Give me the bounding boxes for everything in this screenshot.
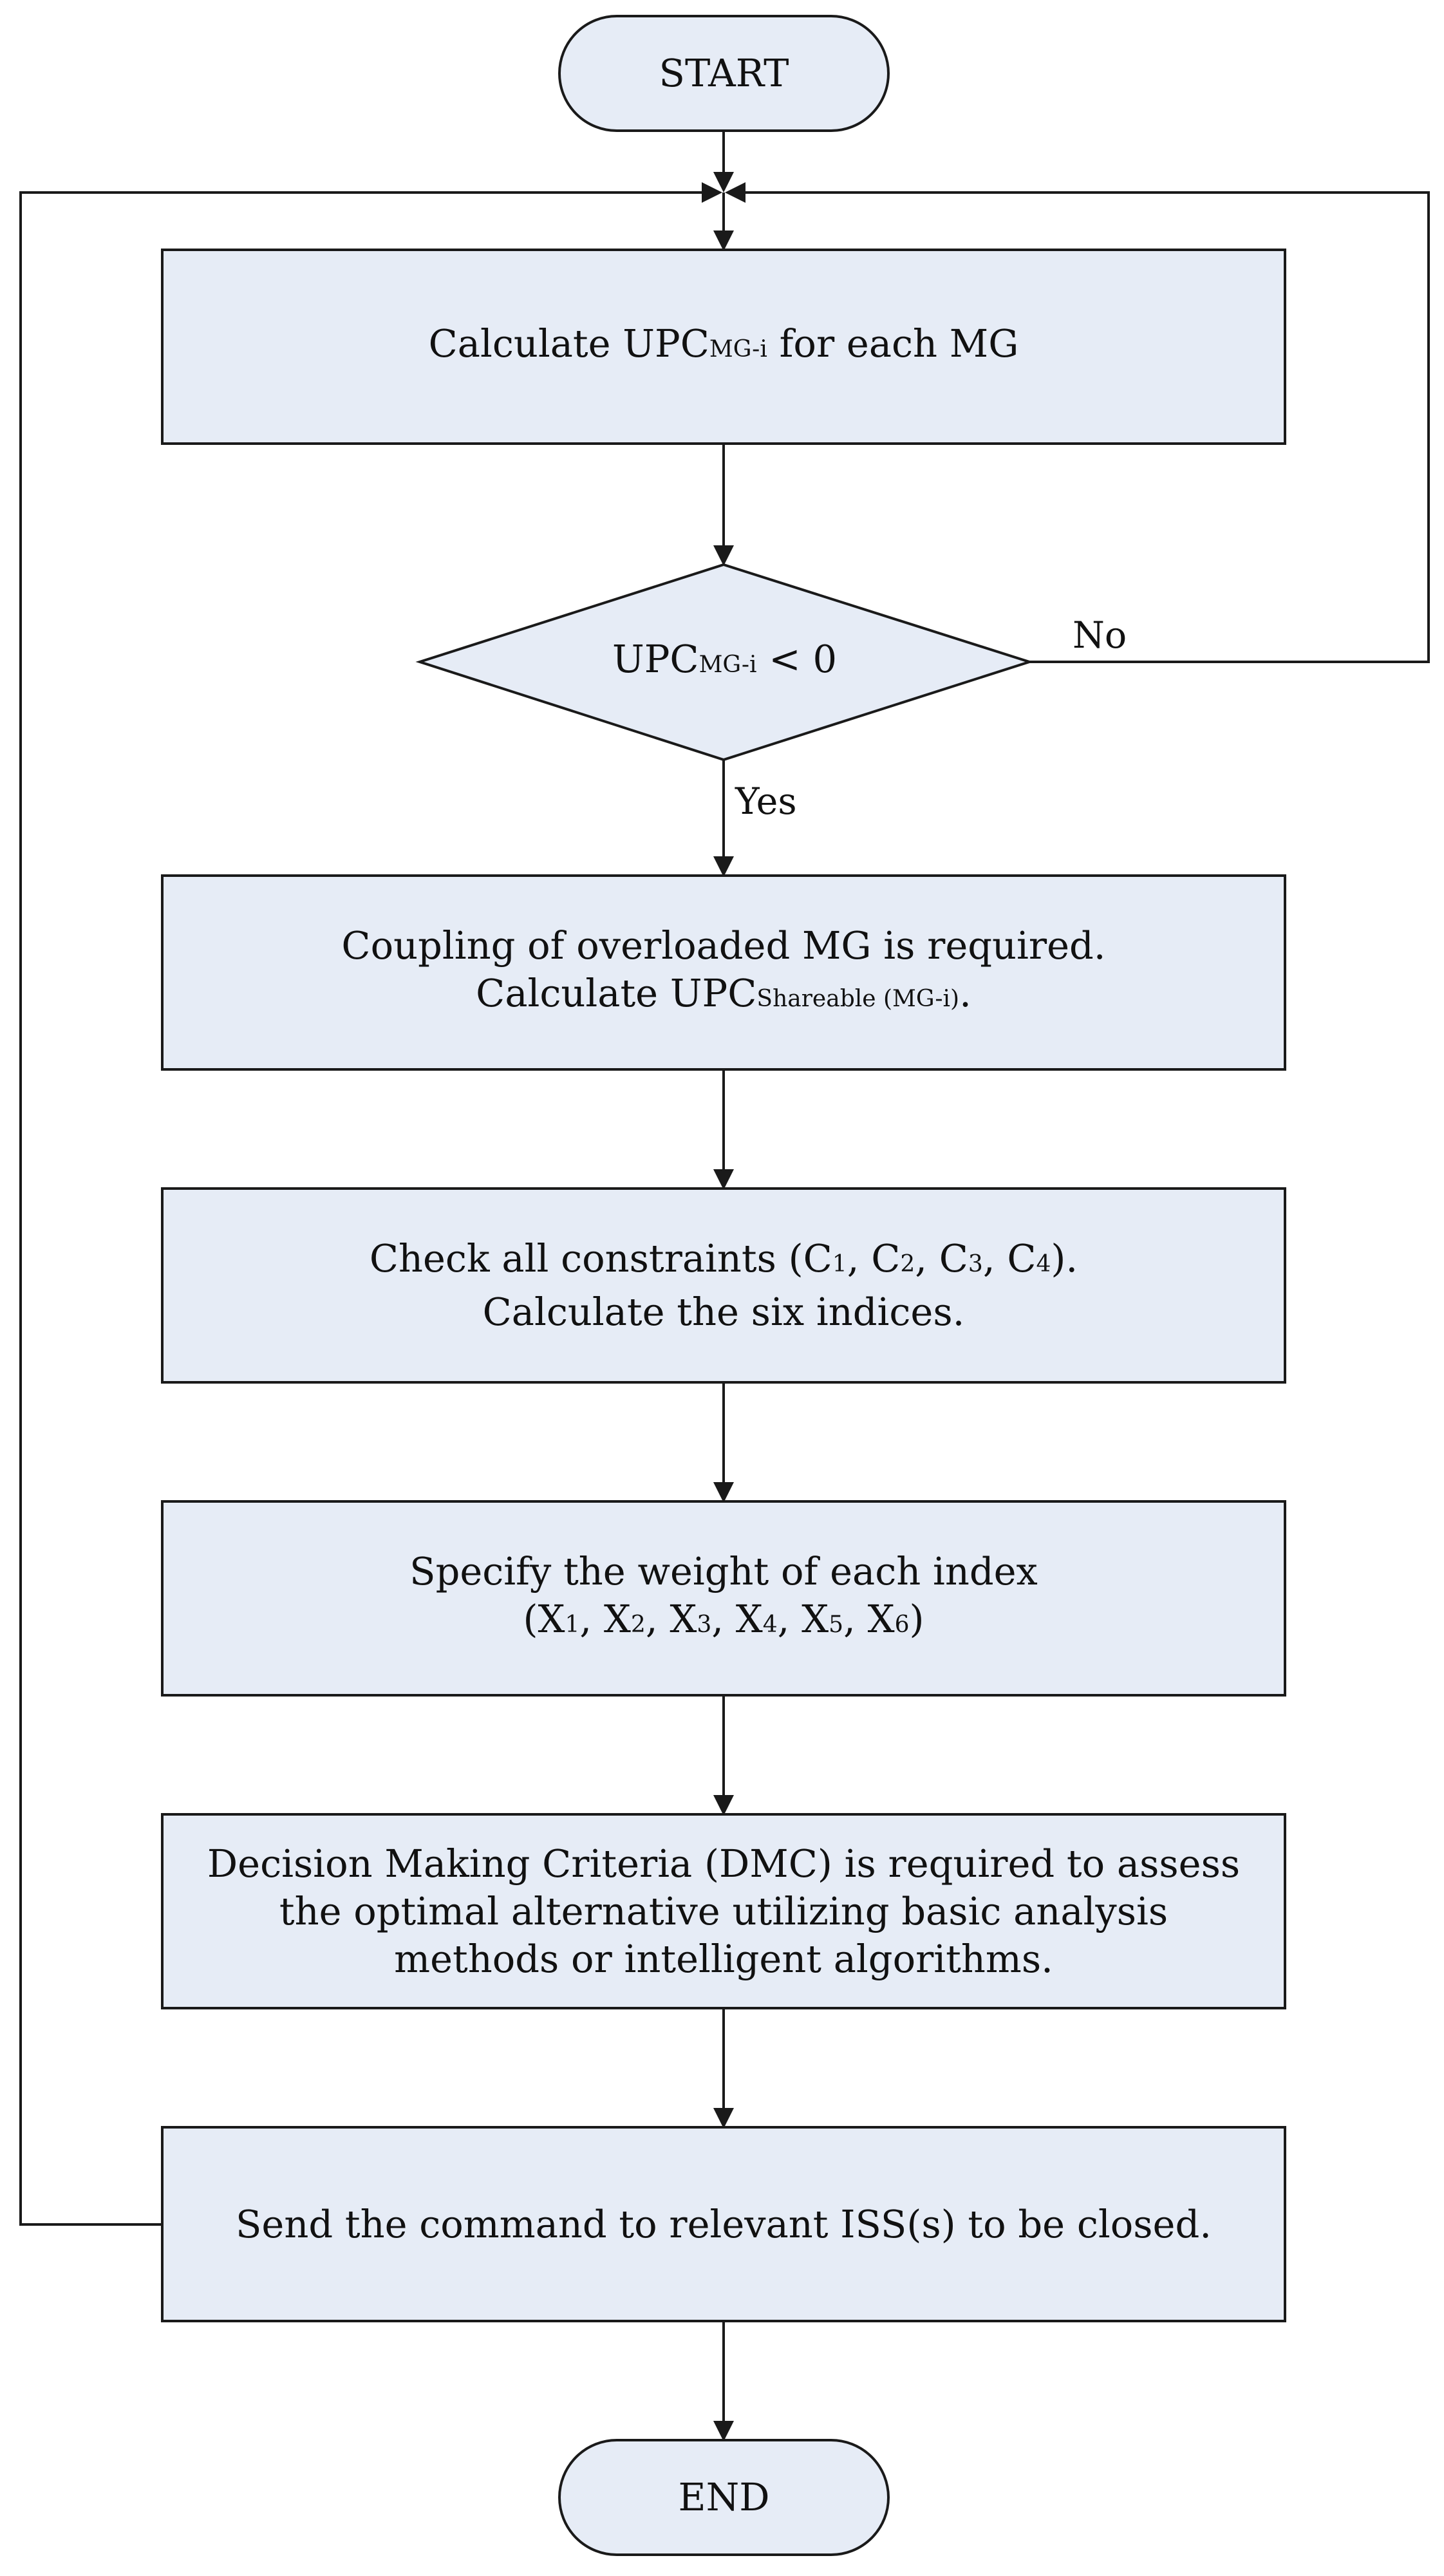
decision-label: UPCMG-i < 0 [420, 565, 1029, 760]
step-check-constraints-line1: Check all constraints (C1, C2, C3, C4). [369, 1236, 1078, 1281]
decision-condition-text: UPCMG-i < 0 [612, 637, 838, 681]
step-send-command-text: Send the command to relevant ISS(s) to b… [236, 2201, 1212, 2246]
end-label: END [678, 2475, 770, 2519]
step-specify-weight-label: Specify the weight of each index (X1, X2… [162, 1501, 1285, 1695]
step-specify-weight-line2: (X1, X2, X3, X4, X5, X6) [523, 1597, 924, 1641]
start-label: START [659, 51, 789, 95]
step-decision-making-line3: methods or intelligent algorithms. [394, 1936, 1053, 1981]
step-coupling-line1: Coupling of overloaded MG is required. [341, 923, 1106, 968]
step-decision-making-line1: Decision Making Criteria (DMC) is requir… [207, 1841, 1241, 1886]
step-coupling-label: Coupling of overloaded MG is required. C… [162, 876, 1285, 1069]
step-specify-weight-line1: Specify the weight of each index [409, 1549, 1038, 1594]
step-decision-making-line2: the optimal alternative utilizing basic … [279, 1888, 1168, 1933]
step-send-command-label: Send the command to relevant ISS(s) to b… [162, 2127, 1285, 2321]
arrow-step6-return-loop [19, 182, 722, 2226]
step-check-constraints-label: Check all constraints (C1, C2, C3, C4). … [162, 1189, 1285, 1382]
step-coupling-line2: Calculate UPCShareable (MG-i). [476, 971, 971, 1015]
decision-yes-label: Yes [735, 780, 797, 823]
step-decision-making-label: Decision Making Criteria (DMC) is requir… [162, 1814, 1285, 2008]
arrow-decision-no-loop [725, 182, 1430, 663]
step-calculate-upc-box [161, 249, 1286, 445]
step-calculate-upc-label: Calculate UPCMG-i for each MG [162, 250, 1285, 444]
step-calculate-upc-text: Calculate UPCMG-i for each MG [428, 321, 1019, 366]
step-check-constraints-line2: Calculate the six indices. [482, 1290, 965, 1334]
decision-no-label: No [1073, 614, 1127, 657]
